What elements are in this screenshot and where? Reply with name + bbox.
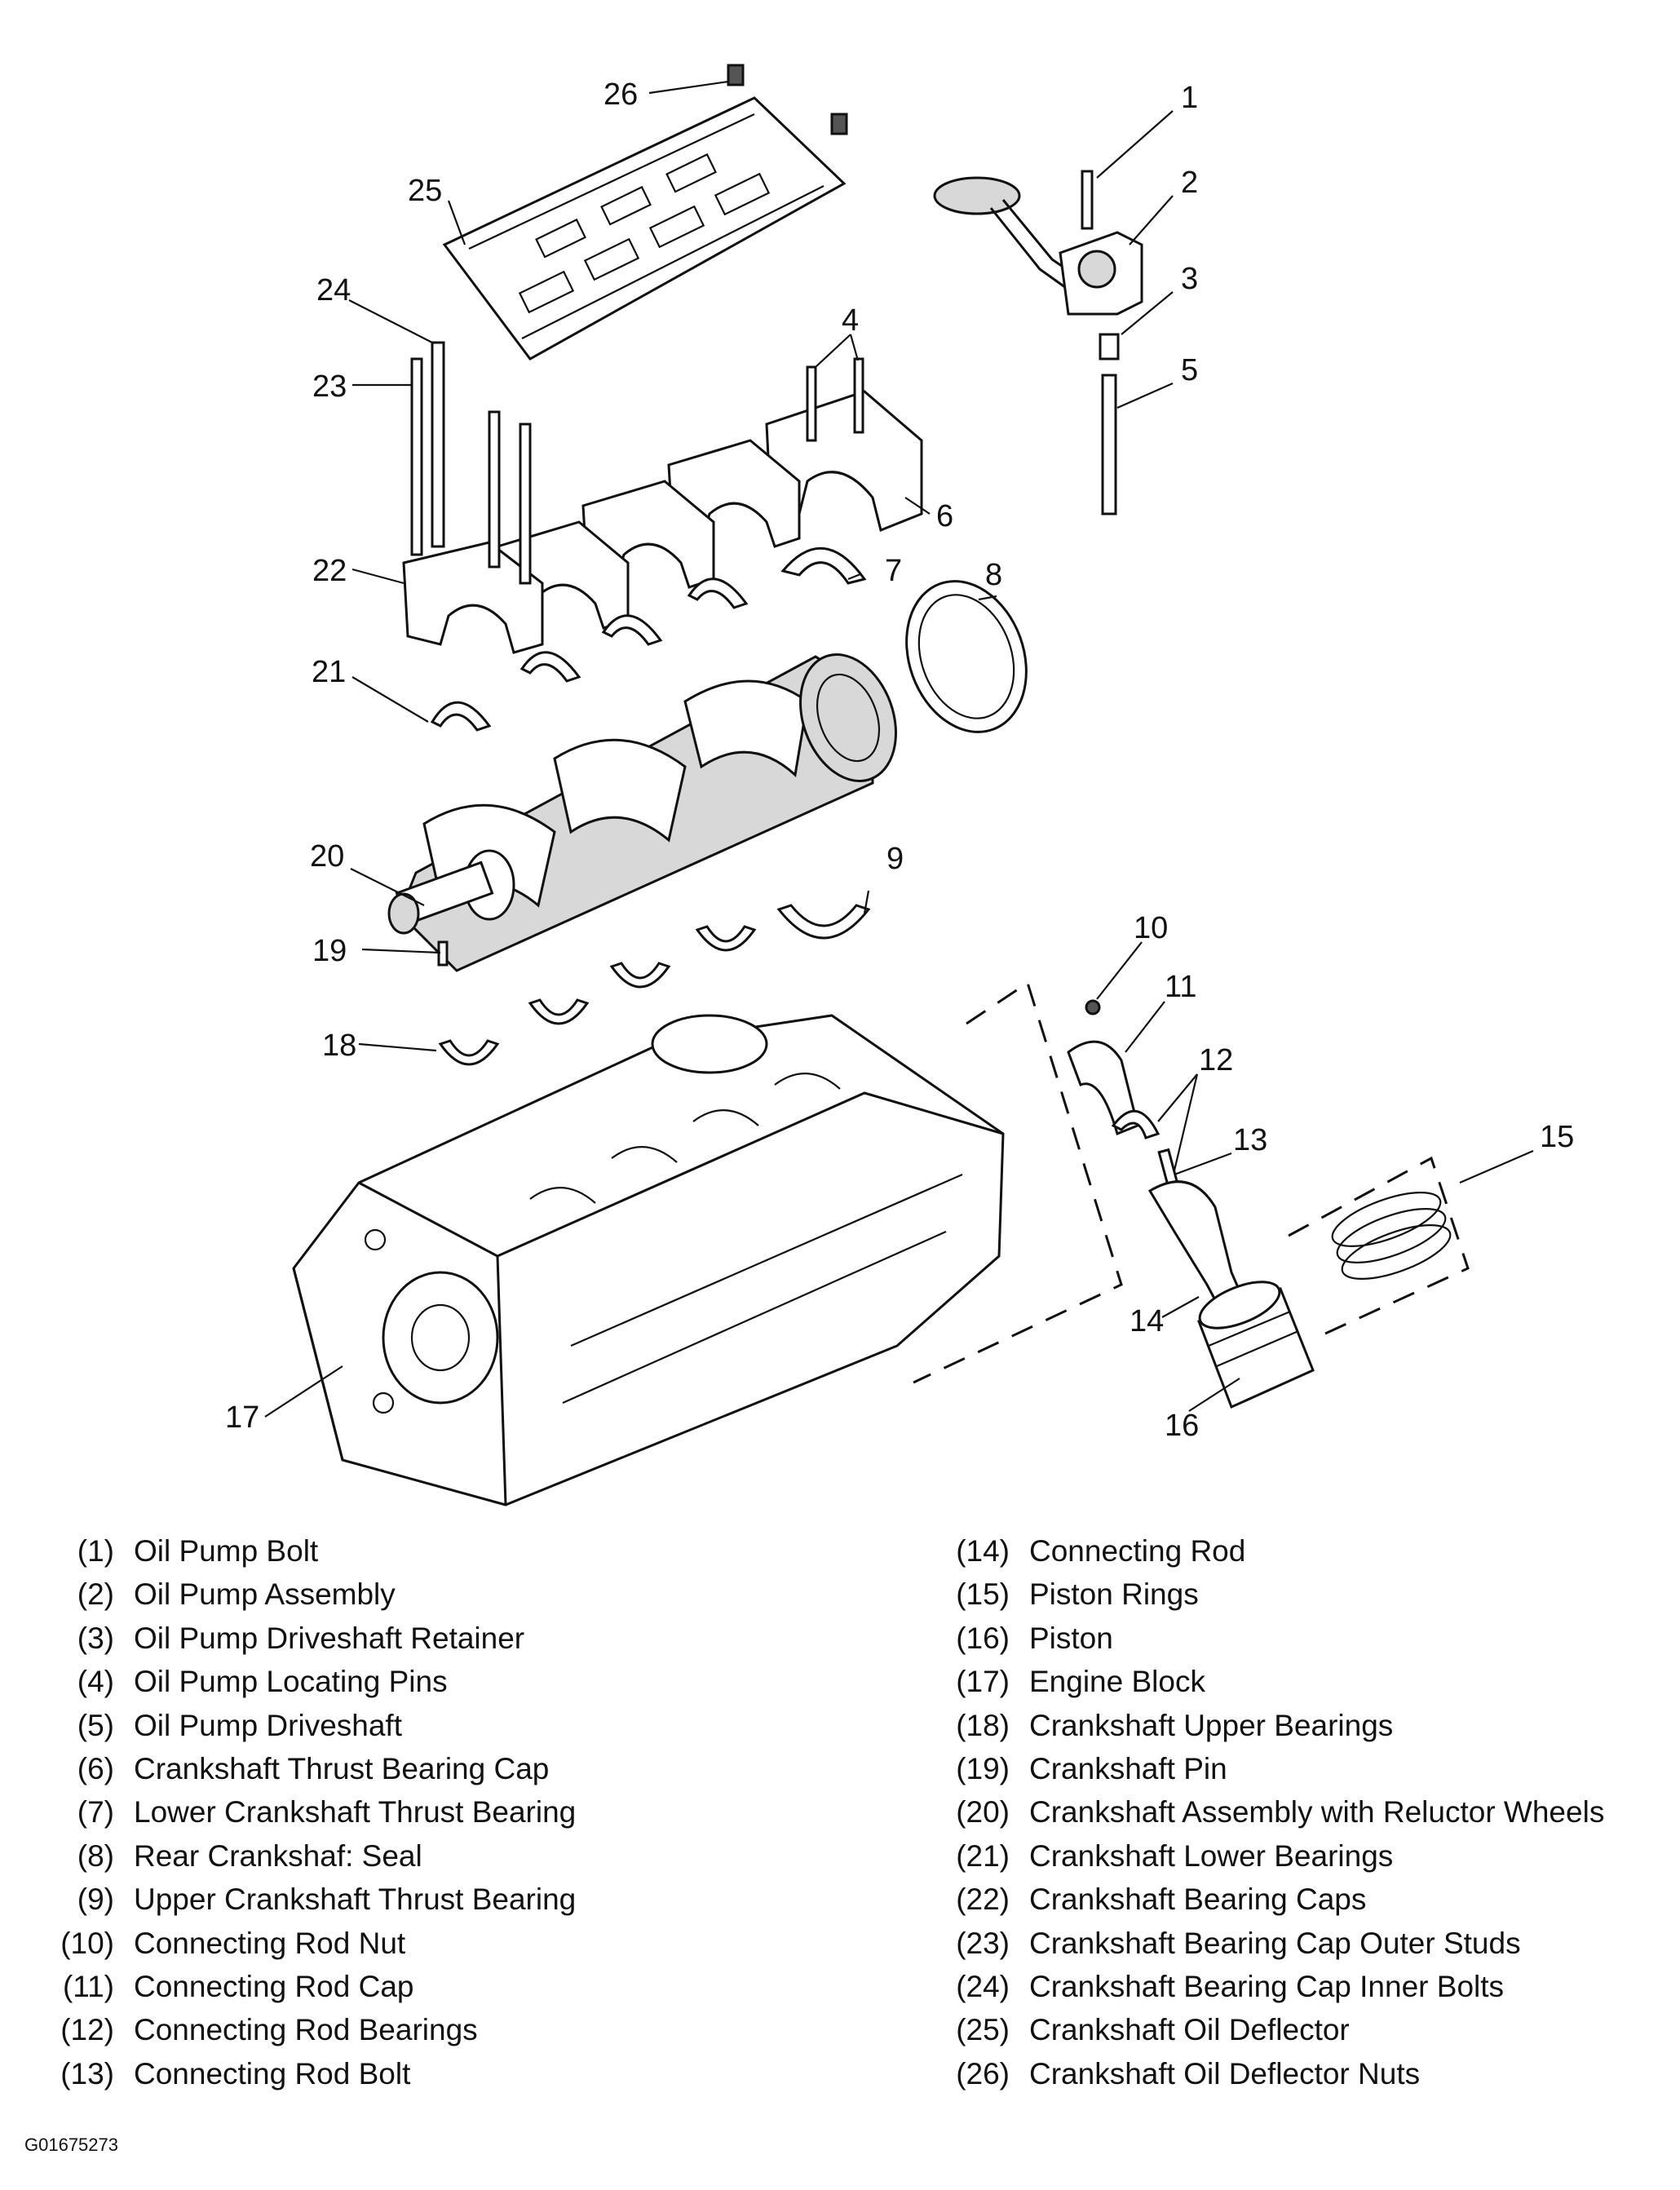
callout-6: 6 [936, 499, 953, 533]
legend-item: (12)Connecting Rod Bearings [60, 2013, 478, 2047]
legend-item: (22)Crankshaft Bearing Caps [956, 1883, 1367, 1917]
callout-1: 1 [1181, 81, 1198, 115]
legend-item: (24)Crankshaft Bearing Cap Inner Bolts [956, 1969, 1505, 2003]
callout-8: 8 [985, 558, 1002, 592]
callout-21: 21 [312, 655, 346, 689]
crankshaft-bearing-cap-inner-bolts [431, 341, 864, 548]
legend-item: (16)Piston [956, 1621, 1113, 1655]
legend-item: (21)Crankshaft Lower Bearings [956, 1838, 1394, 1873]
callout-16: 16 [1165, 1409, 1199, 1443]
piston-rings [1331, 1192, 1452, 1280]
legend-item: (3)Oil Pump Driveshaft Retainer [77, 1621, 525, 1655]
callout-7: 7 [885, 554, 902, 588]
callout-17: 17 [225, 1400, 259, 1435]
legend-item: (19)Crankshaft Pin [956, 1751, 1227, 1785]
oil-pump-assembly [933, 176, 1143, 316]
callout-12: 12 [1199, 1043, 1233, 1077]
legend-item: (7)Lower Crankshaft Thrust Bearing [77, 1795, 577, 1829]
callout-13: 13 [1233, 1123, 1267, 1157]
legend-item: (6)Crankshaft Thrust Bearing Cap [77, 1751, 550, 1785]
legend-item: (1)Oil Pump Bolt [77, 1534, 319, 1568]
legend-item: (9)Upper Crankshaft Thrust Bearing [77, 1883, 577, 1917]
connecting-rod-bearings [1111, 1109, 1161, 1139]
callout-20: 20 [310, 839, 344, 874]
figure-id: G01675273 [24, 2135, 118, 2155]
callout-23: 23 [312, 369, 347, 404]
upper-crankshaft-thrust-bearing [776, 904, 871, 940]
callout-19: 19 [312, 934, 347, 968]
crankshaft-assembly [387, 653, 897, 972]
callout-25: 25 [408, 174, 442, 208]
callout-5: 5 [1181, 353, 1198, 387]
crankshaft-thrust-bearing-cap [765, 390, 923, 533]
legend-item: (20)Crankshaft Assembly with Reluctor Wh… [956, 1795, 1605, 1829]
piston [1197, 1281, 1315, 1409]
engine-block [292, 1014, 1005, 1506]
legend-left-column: (1)Oil Pump Bolt (2)Oil Pump Assembly (3… [24, 1529, 576, 2095]
callout-15: 15 [1540, 1120, 1574, 1154]
connecting-rod-cap [1067, 1040, 1139, 1136]
callout-24: 24 [316, 273, 351, 307]
callout-3: 3 [1181, 262, 1198, 296]
leader-lines [264, 80, 1534, 1418]
oil-pump-driveshaft [1101, 374, 1117, 515]
callout-26: 26 [603, 77, 638, 112]
oil-pump-bolt [1081, 170, 1094, 230]
legend-item: (11)Connecting Rod Cap [62, 1969, 414, 2003]
legend-item: (17)Engine Block [956, 1665, 1205, 1699]
callout-22: 22 [312, 554, 347, 588]
callout-2: 2 [1181, 166, 1198, 200]
callout-18: 18 [322, 1029, 356, 1063]
callout-labels: 1 2 3 4 5 6 7 8 9 10 11 12 13 14 15 16 1… [225, 77, 1574, 1443]
callout-4: 4 [842, 303, 859, 338]
callout-14: 14 [1130, 1304, 1164, 1338]
legend-item: (10)Connecting Rod Nut [60, 1926, 406, 1960]
oil-deflector-nuts [727, 64, 848, 135]
connecting-rod-nut [1085, 999, 1101, 1015]
crankshaft-bearing-caps [402, 439, 801, 654]
legend-item: (2)Oil Pump Assembly [77, 1577, 396, 1612]
lower-crankshaft-thrust-bearing [780, 547, 867, 585]
callout-9: 9 [886, 842, 904, 876]
crankshaft-lower-bearings [430, 577, 749, 732]
legend-item: (18)Crankshaft Upper Bearings [956, 1708, 1394, 1742]
legend-item: (26)Crankshaft Oil Deflector Nuts [956, 2056, 1421, 2090]
legend-item: (15)Piston Rings [956, 1577, 1199, 1612]
callout-11: 11 [1165, 970, 1196, 1004]
crankshaft-oil-deflector [442, 96, 847, 361]
exploded-engine-diagram: 1 2 3 4 5 6 7 8 9 10 11 12 13 14 15 16 1… [225, 64, 1574, 1506]
legend-item: (14)Connecting Rod [956, 1534, 1246, 1568]
oil-pump-driveshaft-retainer [1099, 333, 1120, 361]
legend-item: (25)Crankshaft Oil Deflector [956, 2013, 1350, 2047]
legend-right-column: (14)Connecting Rod (15)Piston Rings (16)… [920, 1529, 1604, 2095]
crankshaft-upper-bearings [438, 925, 757, 1066]
legend-item: (13)Connecting Rod Bolt [60, 2056, 411, 2090]
legend-item: (4)Oil Pump Locating Pins [77, 1665, 448, 1699]
legend-item: (23)Crankshaft Bearing Cap Outer Studs [956, 1926, 1521, 1960]
rear-crankshaft-seal [905, 580, 1028, 733]
crankshaft-bearing-cap-outer-studs [410, 357, 817, 585]
legend-item: (8)Rear Crankshaf: Seal [77, 1838, 422, 1873]
legend-item: (5)Oil Pump Driveshaft [77, 1708, 402, 1742]
callout-10: 10 [1134, 911, 1168, 945]
